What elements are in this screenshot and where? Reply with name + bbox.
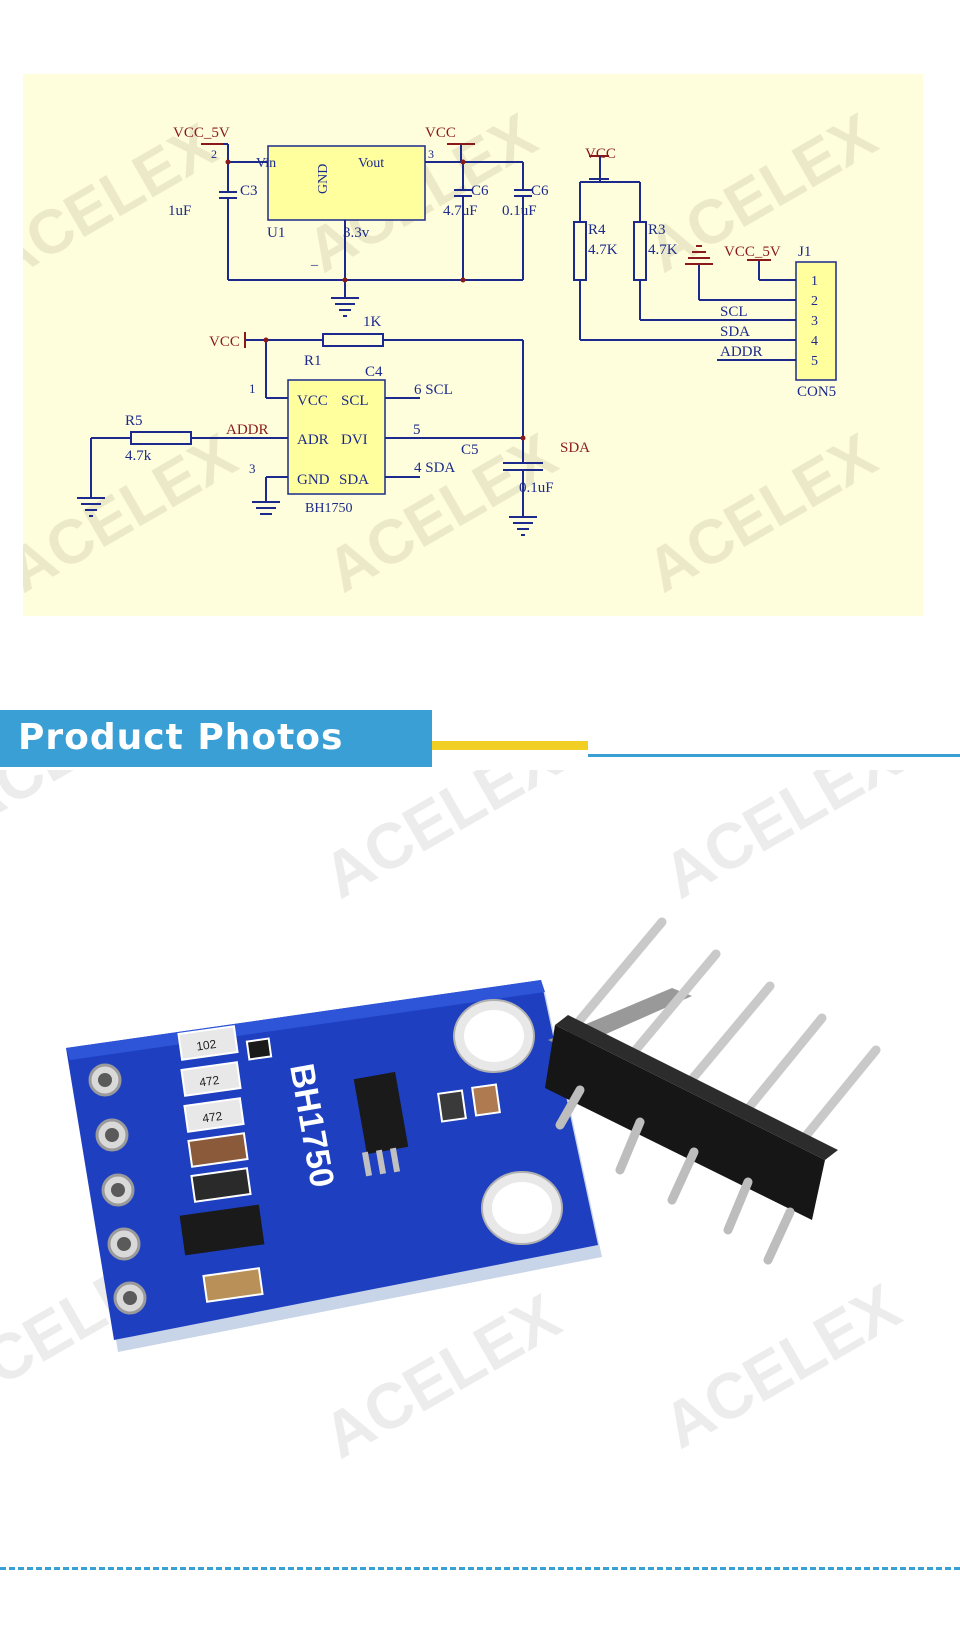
smd-label: 102 xyxy=(195,1037,217,1054)
c6b-name: C6 xyxy=(531,183,549,199)
vcc-label: VCC xyxy=(209,334,240,350)
connector-pin: 4 xyxy=(811,334,818,349)
r3-value: 4.7K xyxy=(648,242,678,258)
regulator-wires xyxy=(216,143,532,317)
accent-bar xyxy=(432,741,588,750)
schematic-diagram: ACELEX ACELEX ACELEX ACELEX ACELEX ACELE… xyxy=(23,74,923,616)
vcc-label: VCC xyxy=(425,125,456,141)
sensor-labels: VCC 1K R1 C4 1 3 VCC SCL ADR DVI GND SDA… xyxy=(125,314,590,516)
pcb-board: 102 472 472 BH1750 xyxy=(66,980,602,1352)
bh1750-chip xyxy=(287,379,386,495)
sensor-junctions xyxy=(263,337,526,441)
c6a-name: C6 xyxy=(471,183,489,199)
sda-net: 4 SDA xyxy=(414,460,455,476)
header-pins xyxy=(545,917,881,1265)
scl-pin-label: SCL xyxy=(341,393,369,409)
vcc5v-label: VCC_5V xyxy=(173,125,230,141)
c4-name: C4 xyxy=(365,364,383,380)
connector-pin: 2 xyxy=(811,294,818,309)
addr-net: ADDR xyxy=(720,344,763,360)
r1-value: 1K xyxy=(363,314,382,330)
pin-number: 1 xyxy=(249,381,256,396)
connector-labels: VCC R4 4.7K R3 4.7K VCC_5V J1 1 2 3 4 5 … xyxy=(585,146,836,400)
vin-pin-label: Vin xyxy=(256,156,276,171)
sda-label: SDA xyxy=(560,440,590,456)
gnd-pin-label: GND xyxy=(297,472,330,488)
watermark: ACELEX xyxy=(636,421,888,606)
r5-value: 4.7k xyxy=(125,448,152,464)
regulator-labels: VCC_5V 2 Vin Vout GND U1 3.3v VCC 3 C3 1… xyxy=(168,125,549,268)
j1-name: J1 xyxy=(798,244,811,260)
c5-value: 0.1uF xyxy=(519,480,554,496)
gnd-pin-label: GND xyxy=(316,164,331,194)
smd-components: 102 472 472 xyxy=(177,1025,501,1303)
section-header: Product Photos xyxy=(0,710,960,770)
regulator-value: 3.3v xyxy=(343,225,370,241)
con5-name: CON5 xyxy=(797,384,836,400)
connector-power xyxy=(685,245,771,265)
u1-designator: U1 xyxy=(267,225,285,241)
dvi-pin-label: DVI xyxy=(341,432,368,448)
r1-name: R1 xyxy=(304,353,322,369)
connector-wires xyxy=(573,155,796,361)
sensor-wires xyxy=(77,333,543,536)
pin-number: 3 xyxy=(428,147,434,161)
scl-net: 6 SCL xyxy=(414,382,453,398)
section-title-box: Product Photos xyxy=(0,710,432,767)
c6a-value: 4.7uF xyxy=(443,203,478,219)
vcc5v-label: VCC_5V xyxy=(724,244,781,260)
watermark: ACELEX xyxy=(651,1270,912,1462)
svg-text:_: _ xyxy=(310,253,319,268)
watermark: ACELEX xyxy=(311,770,572,912)
product-photo: ACELEX ACELEX ACELEX ACELEX ACELEX ACELE… xyxy=(0,650,960,1560)
r4-value: 4.7K xyxy=(588,242,618,258)
dvi-pin-number: 5 xyxy=(413,422,421,438)
vcc-pin-label: VCC xyxy=(297,393,328,409)
section-title: Product Photos xyxy=(18,717,344,758)
c3-name: C3 xyxy=(240,183,258,199)
c3-value: 1uF xyxy=(168,203,191,219)
r5-name: R5 xyxy=(125,413,143,429)
smd-label: 472 xyxy=(201,1109,223,1126)
regulator-chip xyxy=(267,145,426,221)
c5-name: C5 xyxy=(461,442,479,458)
connector-pin: 3 xyxy=(811,314,818,329)
vout-pin-label: Vout xyxy=(358,156,384,171)
header-rule xyxy=(588,754,960,757)
smd-label: 472 xyxy=(198,1073,220,1090)
r4-name: R4 xyxy=(588,222,606,238)
pin-number: 3 xyxy=(249,461,256,476)
adr-pin-label: ADR xyxy=(297,432,329,448)
watermark: ACELEX xyxy=(651,770,912,912)
pin-number: 2 xyxy=(211,147,217,161)
vcc-label: VCC xyxy=(585,146,616,162)
connector-pin: 5 xyxy=(811,354,818,369)
watermark: ACELEX xyxy=(311,1280,572,1472)
footer-divider xyxy=(0,1567,960,1570)
mounting-holes xyxy=(453,999,563,1245)
pin-holes xyxy=(88,1063,147,1315)
c6b-value: 0.1uF xyxy=(502,203,537,219)
r3-name: R3 xyxy=(648,222,666,238)
bh1750-sensor-chip xyxy=(353,1071,409,1177)
connector-pin: 1 xyxy=(811,274,818,289)
scl-net: SCL xyxy=(720,304,748,320)
con5-connector xyxy=(795,261,837,381)
chip-name: BH1750 xyxy=(305,501,352,516)
sda-pin-label: SDA xyxy=(339,472,369,488)
watermark: ACELEX xyxy=(0,770,202,842)
sda-net: SDA xyxy=(720,324,750,340)
regulator-junctions xyxy=(225,159,466,283)
addr-net: ADDR xyxy=(226,422,269,438)
